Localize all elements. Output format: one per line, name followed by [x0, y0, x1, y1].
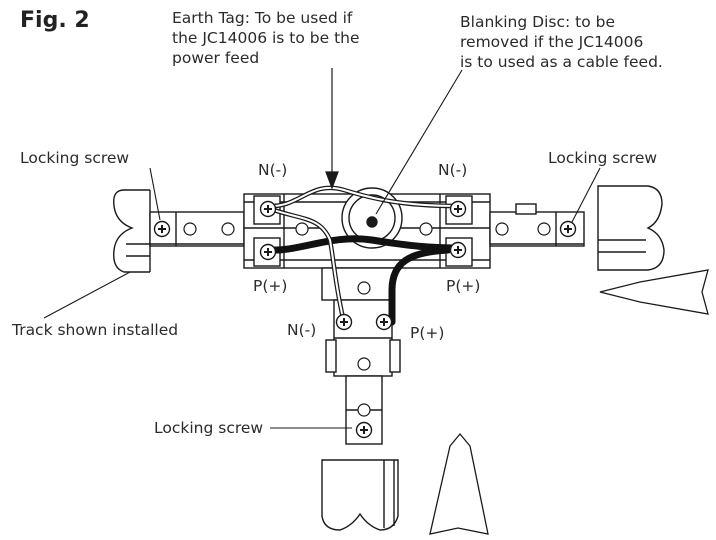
- positive-bottom-label: P(+): [410, 324, 445, 342]
- leader-blanking-disc: [375, 69, 463, 215]
- blanking-disc: [341, 187, 403, 249]
- locking-screw-bottom-icon: [355, 421, 373, 439]
- earth-tag-note-line2: the JC14006 is to be the: [172, 29, 360, 47]
- insert-arrow-bottom: [429, 432, 489, 535]
- positive-wire-branch: [388, 246, 452, 326]
- locking-screw-left-icon: [153, 220, 171, 238]
- neutral-right-label: N(-): [438, 161, 468, 179]
- neutral-terminal-bottom-icon: [335, 313, 353, 331]
- leader-locking-screw-left: [149, 167, 161, 221]
- leader-locking-screw-right: [571, 167, 601, 223]
- blanking-disc-note-line1: Blanking Disc: to be: [460, 13, 615, 31]
- blanking-disc-note-line2: removed if the JC14006: [460, 33, 644, 51]
- locking-screw-right-icon: [559, 220, 577, 238]
- neutral-terminal-right-icon: [449, 200, 467, 218]
- left-track-end: [113, 189, 151, 273]
- insert-arrow-right: [599, 269, 709, 315]
- bottom-track-end: [321, 459, 399, 531]
- positive-left-label: P(+): [253, 277, 288, 295]
- leader-track-installed: [43, 271, 131, 319]
- figure-title: Fig. 2: [20, 8, 90, 33]
- earth-tag-note-line3: power feed: [172, 49, 260, 67]
- track-installed-label: Track shown installed: [12, 321, 179, 339]
- positive-wire-main: [264, 235, 462, 254]
- positive-right-label: P(+): [446, 277, 481, 295]
- positive-terminal-left-icon: [259, 243, 277, 261]
- positive-terminal-right-icon: [449, 241, 467, 259]
- neutral-terminal-left-icon: [259, 200, 277, 218]
- branch-housing: [321, 267, 401, 445]
- right-track-end: [597, 185, 665, 271]
- locking-screw-bottom-label: Locking screw: [154, 419, 264, 437]
- neutral-bottom-label: N(-): [287, 321, 317, 339]
- earth-tag-arrow: [325, 68, 339, 190]
- locking-screw-left-label: Locking screw: [20, 149, 130, 167]
- neutral-left-label: N(-): [258, 161, 288, 179]
- locking-screw-right-label: Locking screw: [548, 149, 658, 167]
- blanking-disc-note-line3: is to used as a cable feed.: [460, 53, 663, 71]
- earth-tag-note-line1: Earth Tag: To be used if: [172, 9, 353, 27]
- positive-terminal-bottom-icon: [375, 313, 393, 331]
